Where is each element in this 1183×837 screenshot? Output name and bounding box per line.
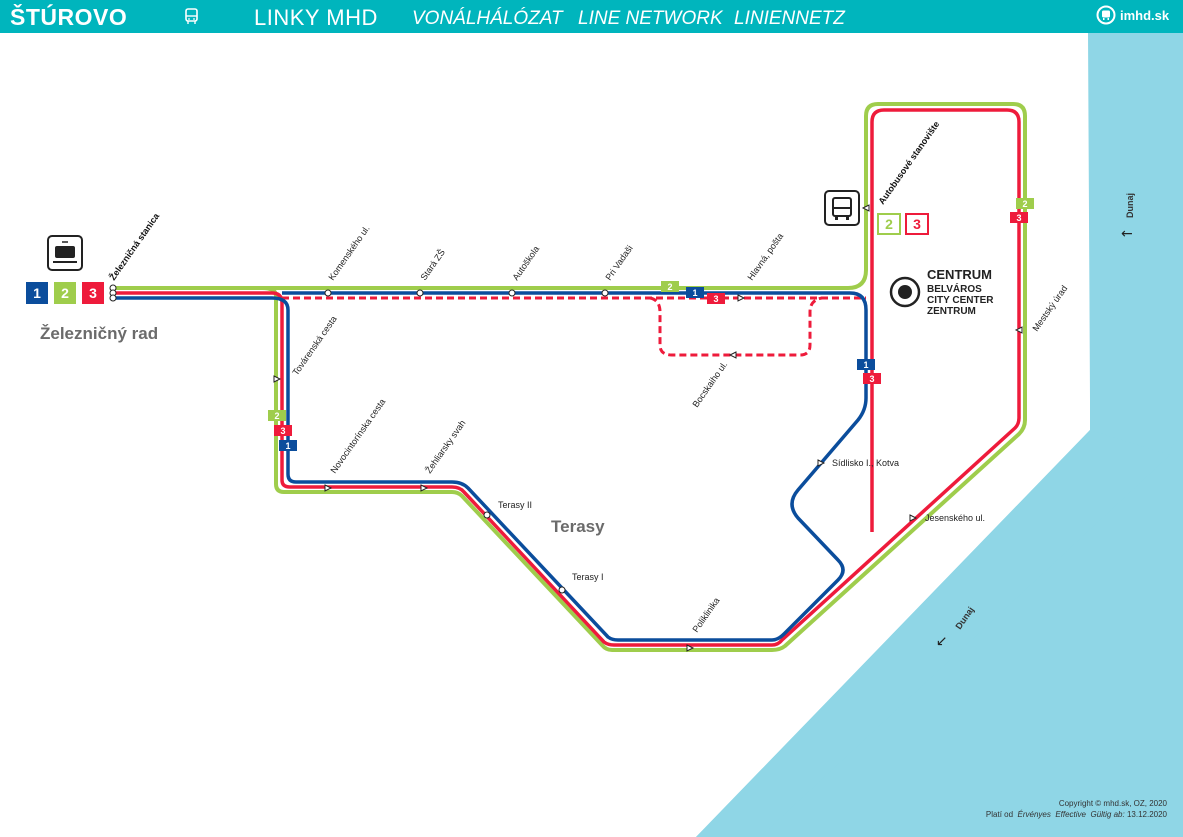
- svg-text:1: 1: [285, 441, 290, 451]
- route-badge-2-east: 2: [1016, 198, 1034, 209]
- stop-marker-sidlisko[interactable]: [817, 459, 826, 467]
- route-badge-1-top: 1: [686, 287, 704, 298]
- route-badge-3-east: 3: [1010, 212, 1028, 223]
- danube-river: [696, 33, 1183, 837]
- svg-text:3: 3: [913, 216, 921, 232]
- line-badge-2: 2: [54, 282, 76, 304]
- stop-label-terasy-ii: Terasy II: [498, 500, 532, 510]
- svg-text:2: 2: [1022, 199, 1027, 209]
- stop-marker-mestsky-urad[interactable]: [1014, 326, 1023, 334]
- stop-marker-komenskeho[interactable]: [324, 289, 332, 297]
- route-badge-1-left: 1: [279, 440, 297, 451]
- district-label-terasy: Terasy: [551, 517, 605, 536]
- arrow-left-icon: ←: [1121, 226, 1133, 242]
- stop-marker-jesenskeho[interactable]: [909, 514, 918, 522]
- imhd-logo-text: imhd.sk: [1120, 8, 1170, 23]
- bus-station-icon: [824, 190, 860, 226]
- danube-river-bank: [1090, 33, 1183, 450]
- stop-label-zeleznicna: Železničná stanica: [107, 210, 162, 282]
- route-badge-3-top: 3: [707, 293, 725, 304]
- subtitle-hu: VONÁLHÁLÓZAT: [412, 8, 563, 29]
- svg-text:3: 3: [89, 285, 97, 301]
- stop-label-autoskola: Autoškola: [510, 244, 541, 282]
- stop-label-stara-zs: Stará ZŠ: [418, 247, 447, 282]
- svg-text:2: 2: [667, 282, 672, 292]
- stop-label-sidlisko: Sídlisko I., Kotva: [832, 458, 899, 468]
- svg-text:2: 2: [885, 216, 893, 232]
- footer-validity: Platí od Érvényes Effective Gültig ab: 1…: [985, 810, 1167, 819]
- stop-markers: [109, 204, 1023, 652]
- stop-marker-terasy-i[interactable]: [558, 586, 566, 594]
- line-badge-3: 3: [82, 282, 104, 304]
- footer-copyright: Copyright © mhd.sk, OZ, 2020: [1058, 799, 1167, 808]
- city-title: ŠTÚROVO: [10, 4, 128, 30]
- centrum-sub-en: CITY CENTER: [927, 295, 994, 306]
- stop-marker-bocskaiho[interactable]: [728, 351, 737, 359]
- district-label-zelezny-rad: Železničný rad: [40, 324, 158, 343]
- subtitle-de: LINIENNETZ: [734, 8, 845, 29]
- bus-icon: [185, 8, 198, 24]
- stop-marker-autoskola[interactable]: [508, 289, 516, 297]
- svg-text:2: 2: [274, 411, 279, 421]
- svg-text:3: 3: [713, 294, 718, 304]
- stop-marker-tovarenska[interactable]: [273, 375, 282, 383]
- stop-marker-hlavna-posta[interactable]: [737, 294, 746, 302]
- stop-label-zehliarsky: Žehliarsky svah: [423, 418, 467, 475]
- stop-label-novocintorinska: Novocintorínska cesta: [328, 397, 387, 475]
- bus-station-badge-2: 2: [877, 213, 901, 235]
- route-badge-3-right: 3: [863, 373, 881, 384]
- stop-label-komenskeho: Komenského ul.: [326, 224, 371, 283]
- centrum-title: CENTRUM: [927, 267, 992, 282]
- imhd-logo-icon: [1096, 5, 1116, 25]
- stop-label-autobusove: Autobusové stanovište: [876, 119, 941, 206]
- danube-river-mid: [696, 430, 1170, 837]
- stop-label-poliklinika: Poliklinika: [690, 596, 721, 635]
- stop-label-mestsky-urad: Mestský úrad: [1030, 284, 1069, 334]
- stop-marker-zehliarsky[interactable]: [420, 484, 429, 492]
- svg-text:1: 1: [863, 360, 868, 370]
- stop-marker-autobusove[interactable]: [861, 204, 870, 212]
- stop-label-tovarenska: Továrenská cesta: [290, 314, 338, 377]
- route-badge-1-right: 1: [857, 359, 875, 370]
- centrum-marker-icon: [889, 276, 921, 308]
- stop-label-jesenskeho: Jesenského ul.: [925, 513, 985, 523]
- stop-label-terasy-i: Terasy I: [572, 572, 604, 582]
- svg-text:1: 1: [692, 288, 697, 298]
- stop-label-pri-vadasi: Pri Vadaši: [603, 243, 634, 282]
- centrum-sub-hu: BELVÁROS: [927, 282, 982, 295]
- page-title: LINKY MHD: [254, 5, 378, 30]
- svg-text:3: 3: [280, 426, 285, 436]
- stop-label-hlavna-posta: Hlavná, pošta: [745, 231, 785, 282]
- line-1-route: [113, 291, 868, 642]
- stop-marker-zeleznicna-3[interactable]: [109, 294, 117, 302]
- stop-marker-novocintorinska[interactable]: [324, 484, 333, 492]
- stop-marker-terasy-ii[interactable]: [483, 511, 491, 519]
- header-bar: ŠTÚROVO LINKY MHD VONÁLHÁLÓZAT LINE NETW…: [0, 0, 1183, 33]
- stop-marker-stara-zs[interactable]: [416, 289, 424, 297]
- svg-text:2: 2: [61, 285, 69, 301]
- route-badge-3-left: 3: [274, 425, 292, 436]
- svg-text:3: 3: [1016, 213, 1021, 223]
- route-badge-2-top: 2: [661, 281, 679, 292]
- subtitle-en: LINE NETWORK: [578, 8, 723, 29]
- bus-station-badge-3: 3: [905, 213, 929, 235]
- stop-marker-poliklinika[interactable]: [686, 644, 695, 652]
- line-3-dashed-loop: [649, 296, 823, 357]
- line-2-route: [113, 102, 1027, 652]
- line-network-map: 1 2 3 2 3 2 1 3 2 3 1 1 3 2 3: [26, 33, 1183, 837]
- line-badge-1: 1: [26, 282, 48, 304]
- river-label-north: Dunaj ←: [1121, 193, 1135, 242]
- stop-marker-pri-vadasi[interactable]: [601, 289, 609, 297]
- svg-text:1: 1: [33, 285, 41, 301]
- route-badge-2-left: 2: [268, 410, 286, 421]
- line-3-route: [113, 108, 1021, 647]
- train-icon: [47, 235, 83, 271]
- svg-text:Dunaj: Dunaj: [1125, 193, 1135, 218]
- centrum-sub-de: ZENTRUM: [927, 306, 976, 317]
- stop-label-bocskaiho: Bocskaiho ul.: [690, 360, 729, 410]
- svg-text:3: 3: [869, 374, 874, 384]
